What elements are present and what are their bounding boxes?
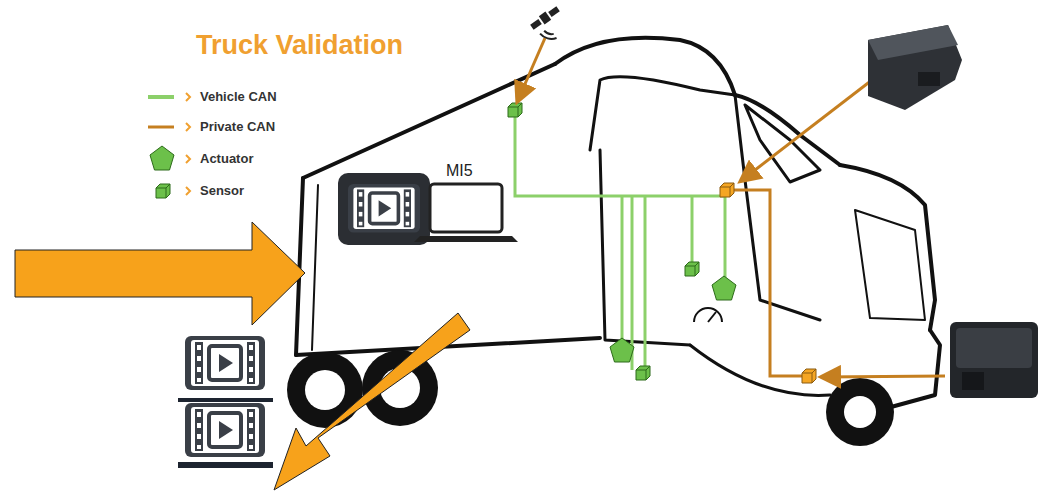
satellite-icon bbox=[529, 5, 571, 46]
output-arrow bbox=[274, 313, 470, 490]
wheel bbox=[287, 352, 363, 428]
radar-device bbox=[950, 322, 1038, 398]
fender bbox=[690, 345, 830, 395]
input-arrow bbox=[15, 222, 305, 325]
leader-arrow bbox=[742, 70, 885, 180]
sensor-symbol bbox=[636, 366, 650, 380]
video-file-icon bbox=[185, 336, 265, 390]
camera-device bbox=[868, 25, 962, 110]
vehicle-can-wires bbox=[515, 115, 725, 370]
grille bbox=[855, 210, 925, 320]
laptop-icon bbox=[414, 184, 518, 242]
video-file-icon bbox=[185, 403, 265, 457]
actuator-symbol bbox=[712, 276, 736, 300]
wheel bbox=[826, 378, 894, 446]
hood bbox=[840, 165, 935, 330]
wheel-hub bbox=[844, 396, 876, 428]
trailer-top bbox=[303, 64, 555, 178]
legend-text: Private CAN bbox=[200, 119, 275, 134]
video-thumbnail-strip bbox=[178, 462, 273, 468]
bullet-chevron bbox=[186, 155, 190, 163]
device-label: MI5 bbox=[446, 162, 473, 180]
wheel-hub bbox=[305, 370, 345, 410]
cab-roof bbox=[735, 95, 840, 165]
private-can-line bbox=[148, 126, 174, 129]
leader-arrow bbox=[518, 38, 545, 100]
camera-ecu-node bbox=[720, 183, 734, 197]
legend-samples bbox=[148, 93, 190, 198]
legend-text: Sensor bbox=[200, 183, 244, 198]
leader-arrow bbox=[823, 376, 945, 377]
bullet-chevron bbox=[186, 187, 190, 195]
gnss-sensor bbox=[508, 103, 522, 117]
wheels bbox=[287, 350, 894, 446]
legend-text: Actuator bbox=[200, 151, 253, 166]
actuator-symbol bbox=[150, 146, 174, 170]
video-thumbnail-strip bbox=[178, 398, 273, 402]
bullet-chevron bbox=[186, 93, 190, 101]
radar-ecu-node bbox=[802, 369, 816, 383]
diagram-title: Truck Validation bbox=[196, 30, 403, 61]
trailer-rear-inner bbox=[312, 185, 318, 350]
legend-text: Vehicle CAN bbox=[200, 89, 277, 104]
private-can-wires bbox=[732, 190, 806, 376]
sensor-symbol bbox=[156, 184, 170, 198]
video-recorder-icon bbox=[338, 173, 430, 245]
actuator-symbol bbox=[610, 338, 634, 362]
bullet-chevron bbox=[186, 123, 190, 131]
cab-back bbox=[590, 77, 735, 150]
cab-fairing bbox=[555, 38, 735, 95]
sensor-symbol bbox=[685, 262, 699, 276]
vehicle-can-line bbox=[148, 95, 174, 99]
gauge-icon bbox=[694, 308, 722, 322]
